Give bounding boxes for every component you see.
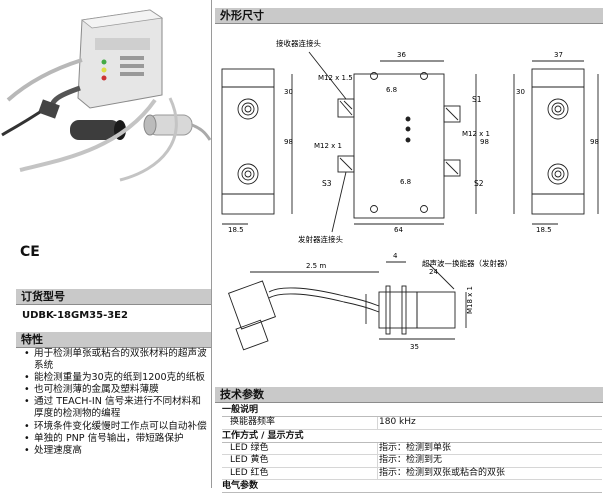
column-divider bbox=[211, 0, 212, 488]
dim-98-left: 98 bbox=[284, 138, 293, 146]
spec-row: LED 红色 指示：检测到双张或粘合的双张 bbox=[222, 467, 602, 480]
dim-35: 35 bbox=[410, 343, 419, 351]
dim-18-5-right: 18.5 bbox=[536, 226, 552, 234]
thread-m12-1-left-label: M12 x 1 bbox=[314, 142, 342, 150]
dim-6-8-bottom: 6.8 bbox=[400, 178, 411, 186]
spec-key: LED 绿色 bbox=[230, 442, 269, 453]
spec-group-title: 电气参数 bbox=[222, 480, 602, 493]
dim-2-5m: 2.5 m bbox=[306, 262, 326, 270]
spec-row: 换能器频率 180 kHz bbox=[222, 417, 602, 430]
spec-key: 换能器频率 bbox=[230, 417, 276, 427]
dim-98-mid: 98 bbox=[480, 138, 489, 146]
dim-18-5-left: 18.5 bbox=[228, 226, 244, 234]
features-section-header: 特性 bbox=[16, 332, 211, 348]
dimension-drawing: 36 37 30 98 98 30 98 6.8 6.8 64 18.5 18.… bbox=[221, 38, 599, 351]
product-photo bbox=[1, 9, 211, 182]
feature-item: 通过 TEACH-IN 信号来进行不同材料和厚度的检测物的编程 bbox=[22, 396, 210, 420]
connector-s3-label: S3 bbox=[322, 179, 332, 188]
connector-s2-label: S2 bbox=[474, 179, 484, 188]
dim-98-right: 98 bbox=[590, 138, 599, 146]
spec-key: LED 黄色 bbox=[230, 455, 269, 465]
feature-item: 也可检测薄的金属及塑料薄膜 bbox=[22, 384, 210, 396]
dim-4: 4 bbox=[393, 252, 398, 260]
thread-m12-1-5-label: M12 x 1.5 bbox=[318, 74, 353, 82]
spec-row: LED 黄色 指示：检测到无 bbox=[222, 455, 602, 468]
dim-64: 64 bbox=[394, 226, 403, 234]
features-list: 用于检测单张或粘合的双张材料的超声波系统 能检测重量为30克的纸到1200克的纸… bbox=[22, 348, 210, 457]
feature-item: 单独的 PNP 信号输出，带短路保护 bbox=[22, 433, 210, 445]
dim-6-8-top: 6.8 bbox=[386, 86, 397, 94]
spec-group-title: 一般说明 bbox=[222, 404, 602, 417]
dim-24: 24 bbox=[429, 268, 438, 276]
order-section-header: 订货型号 bbox=[16, 289, 211, 305]
model-number: UDBK-18GM35-3E2 bbox=[22, 310, 128, 321]
specs-table: 一般说明 换能器频率 180 kHz 工作方式 / 显示方式 LED 绿色 指示… bbox=[222, 404, 602, 493]
dim-36: 36 bbox=[397, 51, 406, 59]
dim-30-left: 30 bbox=[284, 88, 293, 96]
transmitter-connector-label: 发射器连接头 bbox=[298, 234, 343, 244]
spec-value: 指示：检测到单张 bbox=[379, 442, 452, 453]
spec-group-title: 工作方式 / 显示方式 bbox=[222, 430, 602, 443]
feature-item: 用于检测单张或粘合的双张材料的超声波系统 bbox=[22, 348, 210, 372]
spec-value: 指示：检测到无 bbox=[379, 455, 443, 465]
specs-section-header: 技术参数 bbox=[215, 387, 603, 403]
spec-row: LED 绿色 指示：检测到单张 bbox=[222, 442, 602, 455]
feature-item: 处理速度高 bbox=[22, 445, 210, 457]
receiver-connector-label: 接收器连接头 bbox=[276, 38, 321, 48]
feature-item: 能检测重量为30克的纸到1200克的纸板 bbox=[22, 372, 210, 384]
dim-30-right: 30 bbox=[516, 88, 525, 96]
thread-m18-label: M18 x 1 bbox=[466, 286, 474, 314]
transducer-label: 超声波—换能器（发射器） bbox=[422, 258, 512, 268]
ce-mark: CE bbox=[20, 244, 40, 260]
thread-m12-1-right-label: M12 x 1 bbox=[462, 130, 490, 138]
spec-value: 指示：检测到双张或粘合的双张 bbox=[379, 467, 506, 478]
connector-s1-label: S1 bbox=[472, 95, 482, 104]
spec-value: 180 kHz bbox=[379, 417, 416, 427]
dimensions-section-header: 外形尺寸 bbox=[215, 8, 603, 24]
dim-37: 37 bbox=[554, 51, 563, 59]
feature-item: 环境条件变化缓慢时工作点可以自动补偿 bbox=[22, 421, 210, 433]
spec-key: LED 红色 bbox=[230, 467, 269, 478]
